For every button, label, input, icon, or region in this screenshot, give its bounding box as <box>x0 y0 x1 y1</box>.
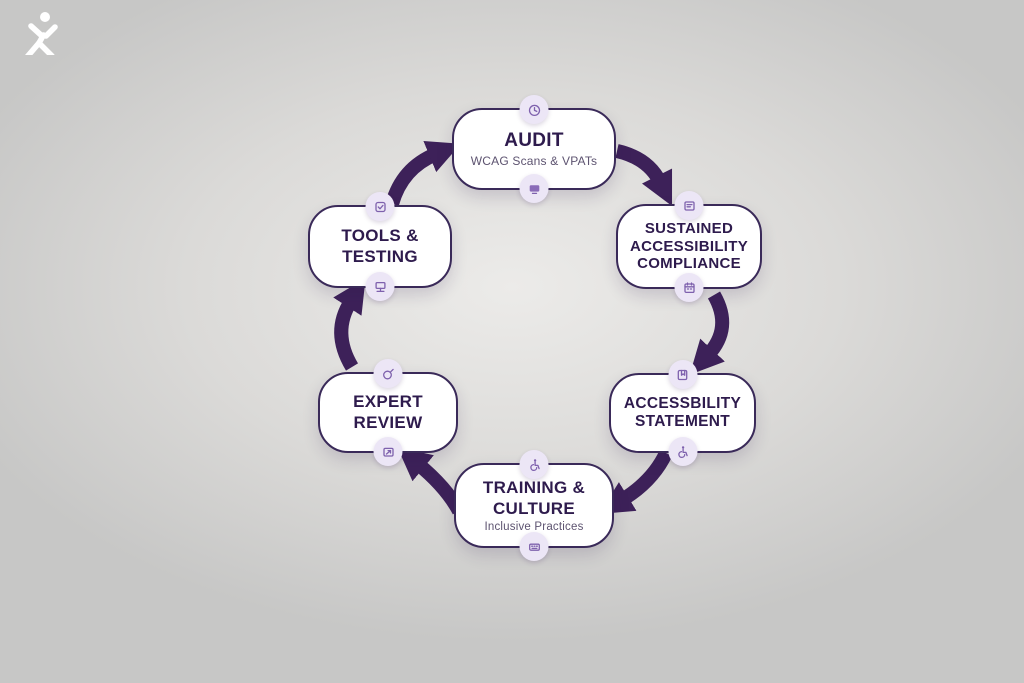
node-title: EXPERT REVIEW <box>353 392 423 432</box>
arrow-sustained-to-accessbility <box>689 291 730 375</box>
node-tools-testing: TOOLS & TESTING <box>308 192 452 301</box>
calendar-icon <box>674 273 704 302</box>
node-title: SUSTAINED ACCESSIBILITY COMPLIANCE <box>629 219 749 273</box>
keyboard-icon <box>519 532 549 561</box>
clock-icon <box>519 95 549 124</box>
card-export-icon <box>373 437 403 466</box>
node-accessbility-statement: ACCESSBILITY STATEMENT <box>609 360 756 466</box>
arrow-expert-to-tools <box>333 278 366 371</box>
computer-icon <box>365 272 395 301</box>
node-title: TOOLS & TESTING <box>341 226 419 266</box>
magnifier-icon <box>373 359 403 388</box>
jumping-person-logo-icon <box>25 12 58 55</box>
arrow-audit-to-sustained <box>615 144 673 207</box>
arrow-tools-to-audit <box>385 141 461 207</box>
document-icon <box>674 191 704 220</box>
arrow-accessbility-to-training <box>599 449 673 515</box>
node-training-culture: TRAINING & CULTURE Inclusive Practices <box>454 450 614 561</box>
node-title: ACCESSBILITY STATEMENT <box>623 394 742 430</box>
node-audit: AUDIT WCAG Scans & VPATs <box>452 95 616 203</box>
monitor-icon <box>519 174 549 203</box>
node-subtitle: Inclusive Practices <box>484 520 584 533</box>
arrow-training-to-expert <box>397 446 466 515</box>
node-title: TRAINING & CULTURE <box>482 478 586 518</box>
wheelchair-icon <box>519 450 549 479</box>
node-subtitle: WCAG Scans & VPATs <box>470 154 598 169</box>
bookmark-icon <box>668 360 697 389</box>
node-sustained-accessibility-compliance: SUSTAINED ACCESSIBILITY COMPLIANCE <box>616 191 762 302</box>
wheelchair-icon <box>668 437 697 466</box>
checklist-icon <box>365 192 395 221</box>
node-title: AUDIT <box>504 129 564 151</box>
node-expert-review: EXPERT REVIEW <box>318 359 458 466</box>
